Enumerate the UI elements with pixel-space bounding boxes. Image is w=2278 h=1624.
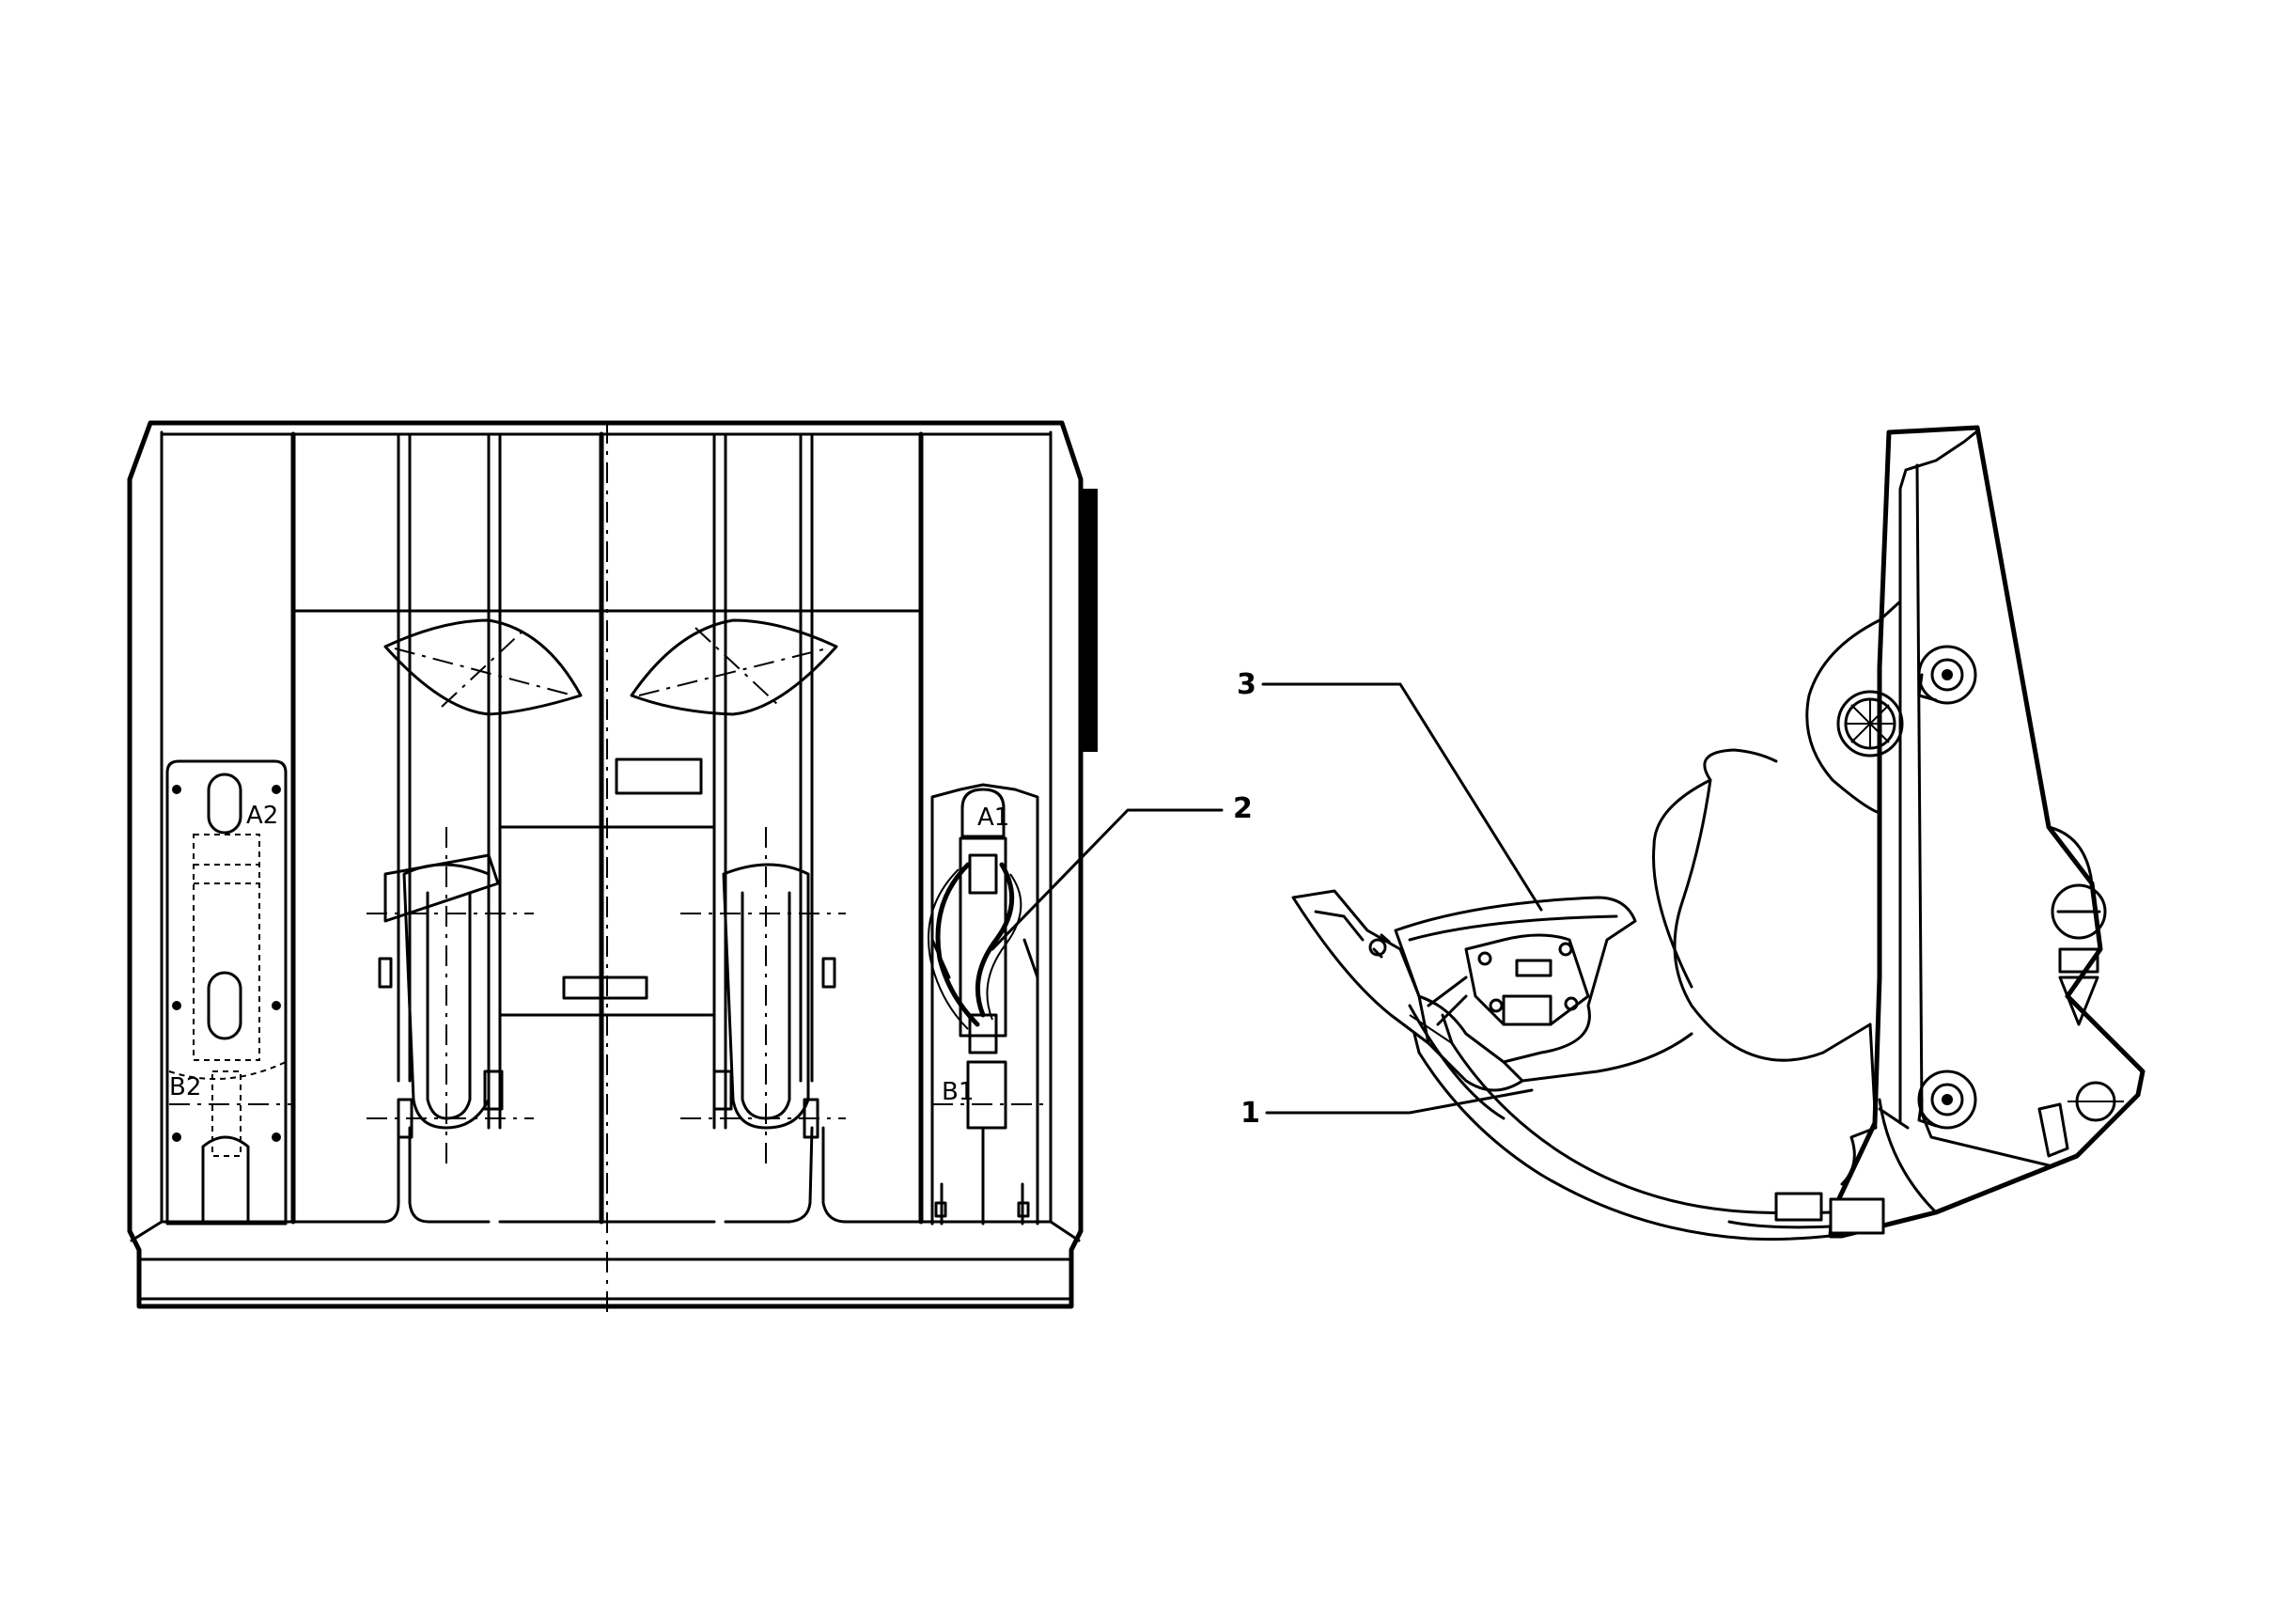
pin-lock-bottom: [1917, 1070, 1977, 1130]
grapple-lens-left: [383, 618, 583, 716]
callout-3: 3: [1237, 668, 1543, 912]
bucket-ribs: [290, 431, 924, 1225]
grapple-arm-left: [378, 853, 504, 1139]
callouts: 1 2 3: [991, 668, 1543, 1130]
center-plate: [615, 757, 703, 795]
pivot-boss-top: [1805, 600, 1904, 815]
bucket-shell-outer: [1408, 1013, 1833, 1241]
bucket-side-wall-left: [130, 430, 164, 1242]
svg-text:2: 2: [1233, 792, 1253, 825]
mounting-plate: [1394, 896, 1637, 1064]
center-slot: [562, 976, 648, 1000]
bucket-side-wall-right: [1049, 430, 1081, 1242]
bucket-right-edge-bar: [1083, 489, 1098, 752]
port-label-b1: B1: [942, 1078, 974, 1106]
cylinder-housing-right: A1 B1: [928, 783, 1039, 1226]
port-label-a1: A1: [977, 804, 1009, 832]
side-plate-inner-edge: [1898, 429, 1980, 1125]
bucket-back-curve: [1673, 748, 1872, 1062]
port-label-b2: B2: [169, 1073, 201, 1101]
grapple-arm-right: [712, 863, 836, 1139]
cutting-edge-tip: [1829, 1197, 1885, 1235]
bucket-shell-inner: [1441, 1013, 1834, 1215]
cylinder-panel-left: A2 B2: [165, 759, 288, 1226]
callout-2: 2: [991, 792, 1253, 951]
callout-1: 1: [1240, 1088, 1534, 1130]
side-plate-outline: [1828, 425, 2145, 1239]
svg-text:1: 1: [1240, 1097, 1260, 1130]
bucket-outer-frame: [127, 420, 1084, 1309]
front-view: A2 B2 A1 B1: [127, 420, 1098, 1316]
side-view: [1291, 425, 2145, 1241]
svg-text:3: 3: [1237, 668, 1256, 701]
port-label-a2: A2: [246, 802, 278, 830]
pin-lock-top: [1917, 645, 1977, 705]
pivot-boss-right: [2037, 825, 2124, 1158]
grapple-lens-right: [630, 618, 838, 716]
